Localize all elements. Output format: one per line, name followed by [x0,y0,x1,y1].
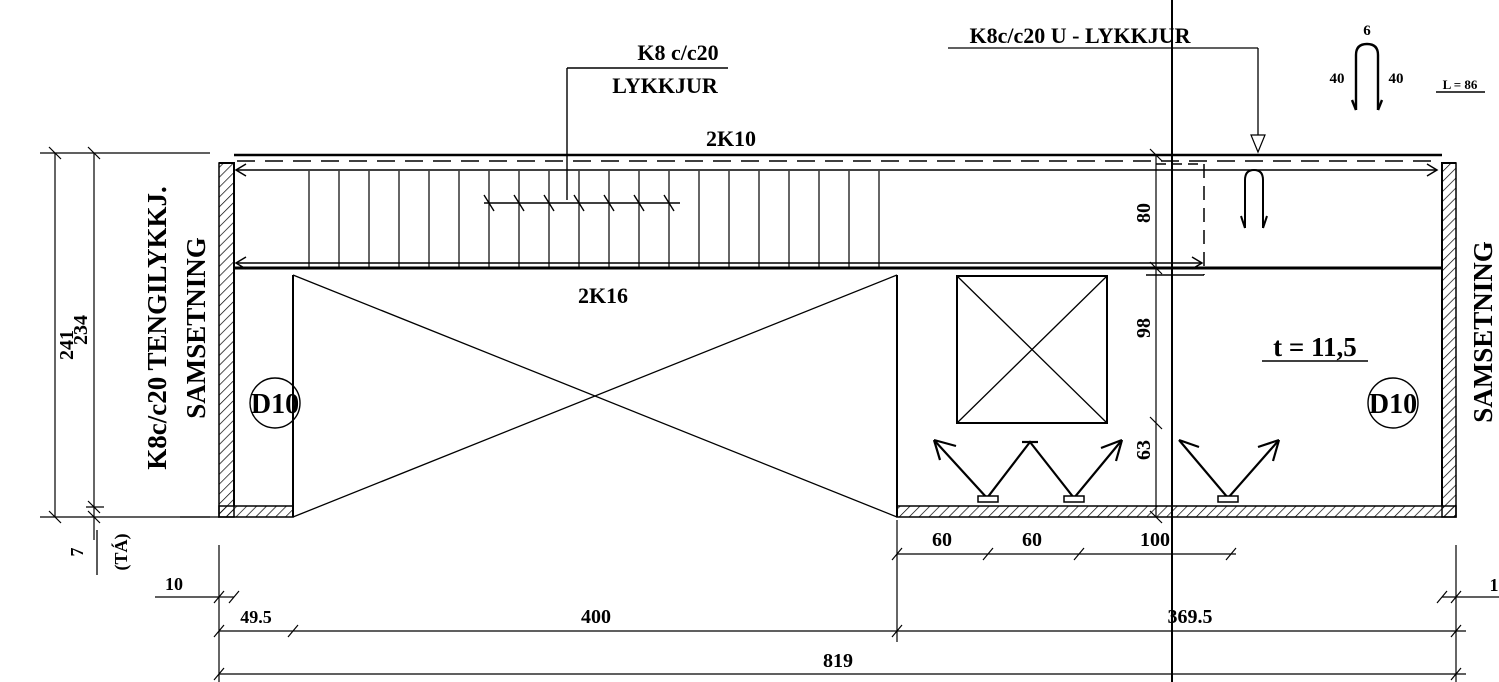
top-bars-label: 2K10 [706,126,756,151]
left-dimension-lines [40,146,210,540]
bottom-dimension-lines [155,516,1499,682]
u-shape-length: L = 86 [1443,77,1478,92]
u-shape-left: 40 [1330,71,1345,87]
dim-seg-3: 369.5 [1168,606,1213,628]
left-dowel-circle [249,377,301,429]
bottom-right-hatched-edge [896,505,1457,518]
bottom-bars-label: 2K16 [578,283,628,308]
left-joint-line1: K8c/c20 TENGILYKKJ. [142,186,172,470]
right-hatched-edge [1441,162,1457,518]
dim-total: 819 [823,650,853,672]
stirrups [308,171,880,268]
dim-spacing-3: 100 [1140,529,1170,551]
top-bars [234,160,1439,177]
dim-80: 80 [1133,203,1155,223]
stirrup-spacing-marker [483,67,728,212]
u-bar-spec: K8c/c20 U - LYKKJUR [969,23,1191,48]
left-hatched-edge [218,162,235,518]
dim-left-inner: 234 [70,315,92,345]
dim-toe: 7 [67,548,87,557]
wall-outline [218,153,1457,518]
right-joint-label: SAMSETNING [1468,241,1498,423]
dim-seg-2: 400 [581,606,611,628]
dim-98: 98 [1133,318,1155,338]
dim-63: 63 [1133,440,1155,460]
left-joint-line2: SAMSETNING [181,237,211,419]
large-opening [292,274,898,518]
bar-spec-top-sub: LYKKJUR [612,73,719,98]
dim-edge-right: 1 [1490,575,1499,595]
small-opening [956,275,1108,424]
dim-spacing-1: 60 [932,529,952,551]
anchor-bars [932,438,1281,503]
label-underlines [1262,91,1485,362]
u-bar [948,47,1268,229]
bottom-bars [234,163,1205,276]
u-shape-right: 40 [1389,71,1404,87]
bottom-left-hatched-edge [218,505,294,518]
dim-seg-1: 49.5 [240,607,272,627]
thickness-label: t = 11,5 [1273,332,1357,362]
bar-spec-top: K8 c/c20 [637,40,718,65]
u-shape-top: 6 [1363,23,1371,39]
left-dowel-label: D10 [251,389,299,420]
dim-spacing-2: 60 [1022,529,1042,551]
dim-toe-label: (TÁ) [110,534,132,571]
dim-left-outer: 241 [56,330,78,360]
right-dowel-label: D10 [1369,389,1417,420]
u-shape-detail [1350,42,1384,111]
dim-edge-left: 10 [165,574,183,594]
right-dimension-lines [1149,148,1163,524]
right-dowel-circle [1367,377,1419,429]
